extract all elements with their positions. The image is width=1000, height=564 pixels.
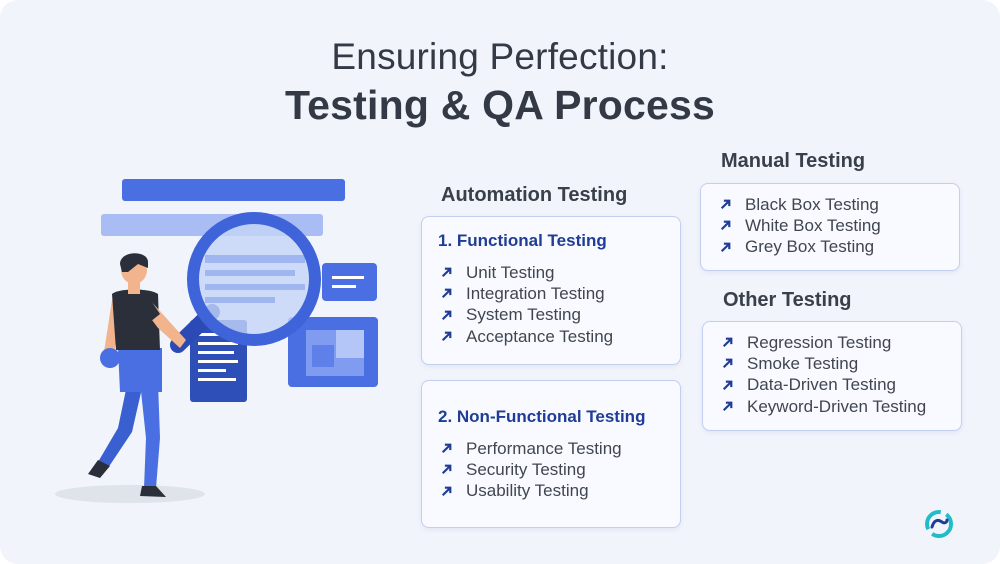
non-functional-testing-title: 2. Non-Functional Testing xyxy=(438,407,646,426)
arrow-up-right-icon xyxy=(441,331,452,342)
list-item: Smoke Testing xyxy=(721,353,926,374)
automation-testing-heading: Automation Testing xyxy=(441,184,628,206)
arrow-up-right-icon xyxy=(720,199,731,210)
functional-testing-title: 1. Functional Testing xyxy=(438,231,607,250)
brand-logo-icon xyxy=(925,510,953,538)
arrow-up-right-icon xyxy=(441,310,452,320)
other-testing-card: Regression Testing Smoke Testing Data-Dr… xyxy=(702,321,962,431)
list-item-label: White Box Testing xyxy=(745,215,881,235)
list-item-label: Grey Box Testing xyxy=(745,237,875,257)
list-item: Black Box Testing xyxy=(719,194,881,215)
list-item: Performance Testing xyxy=(440,438,622,459)
arrow-up-right-icon xyxy=(441,486,452,496)
title-line-1: Ensuring Perfection: xyxy=(331,36,669,77)
functional-testing-card: 1. Functional Testing Unit Testing Integ… xyxy=(421,216,681,365)
arrow-up-right-icon xyxy=(441,465,452,475)
manual-testing-heading: Manual Testing xyxy=(721,150,866,172)
list-item: Integration Testing xyxy=(440,283,613,304)
arrow-up-right-icon xyxy=(441,289,452,299)
other-testing-heading: Other Testing xyxy=(723,289,852,311)
list-item: System Testing xyxy=(440,305,613,326)
non-functional-testing-card: 2. Non-Functional Testing Performance Te… xyxy=(421,380,681,528)
other-testing-list: Regression Testing Smoke Testing Data-Dr… xyxy=(721,332,926,417)
arrow-up-right-icon xyxy=(722,337,733,348)
list-item-label: Acceptance Testing xyxy=(466,326,614,346)
arrow-up-right-icon xyxy=(720,221,731,231)
list-item: Keyword-Driven Testing xyxy=(721,396,926,417)
list-item: Data-Driven Testing xyxy=(721,375,926,396)
arrow-up-right-icon xyxy=(722,380,733,390)
arrow-up-right-icon xyxy=(722,401,733,412)
list-item: Unit Testing xyxy=(440,262,613,283)
list-item-label: System Testing xyxy=(466,305,581,325)
manual-testing-list: Black Box Testing White Box Testing Grey… xyxy=(719,194,881,258)
list-item: Security Testing xyxy=(440,459,622,480)
manual-testing-card: Black Box Testing White Box Testing Grey… xyxy=(700,183,960,271)
list-item-label: Usability Testing xyxy=(466,481,589,501)
list-item-label: Unit Testing xyxy=(466,262,555,282)
title-line-2: Testing & QA Process xyxy=(284,82,716,128)
list-item: Regression Testing xyxy=(721,332,926,353)
person-with-magnifier-illustration xyxy=(55,179,378,503)
list-item-label: Keyword-Driven Testing xyxy=(747,396,927,416)
list-item-label: Regression Testing xyxy=(747,332,892,352)
list-item: Usability Testing xyxy=(440,481,622,502)
non-functional-testing-list: Performance Testing Security Testing Usa… xyxy=(440,438,622,502)
ground-shadow xyxy=(55,485,205,503)
arrow-up-right-icon xyxy=(722,359,733,369)
list-item-label: Performance Testing xyxy=(466,438,622,458)
arrow-up-right-icon xyxy=(720,242,731,252)
list-item-label: Black Box Testing xyxy=(745,194,879,214)
list-item-label: Security Testing xyxy=(466,459,586,479)
list-item: White Box Testing xyxy=(719,215,881,236)
functional-testing-list: Unit Testing Integration Testing System … xyxy=(440,262,613,347)
magnifier-lens xyxy=(187,212,321,346)
list-item-label: Integration Testing xyxy=(466,283,605,303)
list-item-label: Data-Driven Testing xyxy=(747,375,896,395)
list-item-label: Smoke Testing xyxy=(747,353,859,373)
list-item: Acceptance Testing xyxy=(440,326,613,347)
decor-card-right xyxy=(322,263,377,301)
arrow-up-right-icon xyxy=(441,443,452,454)
list-item: Grey Box Testing xyxy=(719,237,881,258)
arrow-up-right-icon xyxy=(441,267,452,278)
decor-bar-top xyxy=(122,179,345,201)
